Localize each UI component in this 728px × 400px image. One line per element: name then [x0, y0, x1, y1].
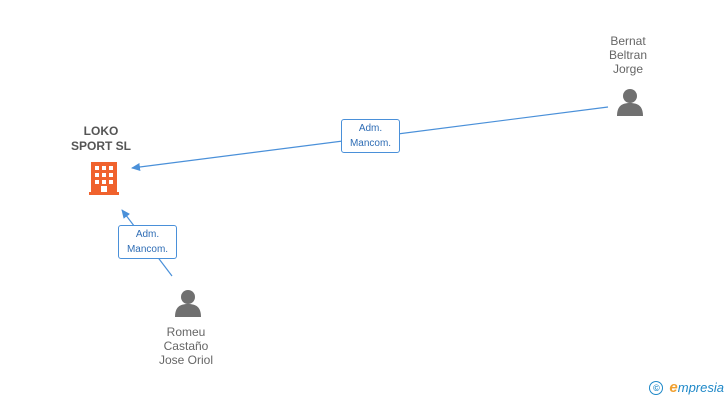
relation-label-bernat: Adm. Mancom.	[341, 119, 400, 153]
building-icon[interactable]	[89, 162, 119, 195]
brand-initial: e	[669, 379, 678, 396]
person-name-romeu[interactable]: Romeu Castaño Jose Oriol	[158, 325, 214, 367]
brand-name: mpresia	[677, 380, 724, 395]
empresia-watermark: © e mpresia	[649, 379, 724, 396]
person-icon-romeu[interactable]	[175, 290, 201, 317]
person-icon-bernat[interactable]	[617, 89, 643, 116]
person-name-bernat[interactable]: Bernat Beltran Jorge	[608, 34, 648, 76]
copyright-icon: ©	[649, 380, 664, 395]
company-name[interactable]: LOKO SPORT SL	[70, 124, 131, 153]
relation-label-romeu: Adm. Mancom.	[118, 225, 177, 259]
